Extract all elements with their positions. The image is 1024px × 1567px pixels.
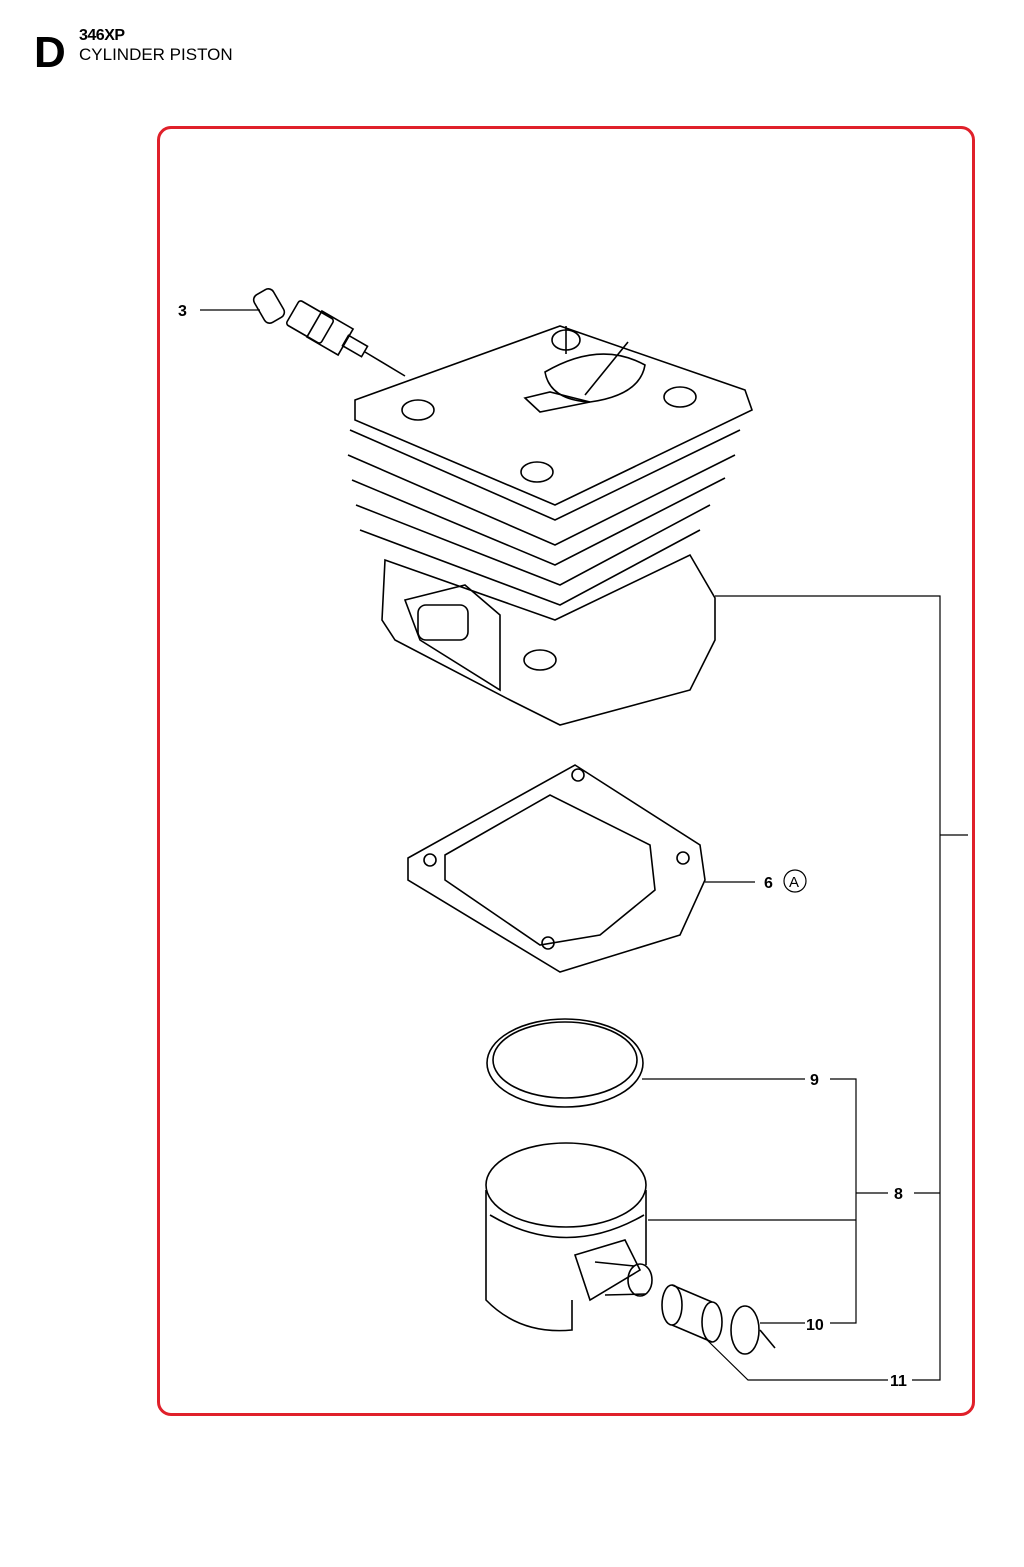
note-a-circle <box>783 869 807 893</box>
diagram-frame <box>157 126 975 1416</box>
callout-11: 11 <box>890 1373 907 1390</box>
leader-lines <box>200 309 968 1381</box>
part-6-cylinder-gasket[interactable] <box>407 764 706 973</box>
part-11-needle-bearing[interactable] <box>661 1284 723 1343</box>
model-name: 346XP <box>79 27 125 44</box>
page-title: CYLINDER PISTON <box>79 45 233 64</box>
callout-8: 8 <box>894 1186 903 1203</box>
part-10-circlip[interactable] <box>730 1305 776 1355</box>
part-8-piston[interactable] <box>485 1142 653 1332</box>
callout-10: 10 <box>806 1317 824 1334</box>
part-cylinder[interactable] <box>347 325 753 726</box>
callout-3: 3 <box>178 303 187 320</box>
note-a: A <box>789 874 799 891</box>
callout-6: 6 <box>764 875 773 892</box>
section-letter: D <box>34 28 66 77</box>
part-3-decompression-valve[interactable] <box>251 287 406 377</box>
part-9-piston-ring[interactable] <box>486 1018 644 1108</box>
callout-9: 9 <box>810 1072 819 1089</box>
